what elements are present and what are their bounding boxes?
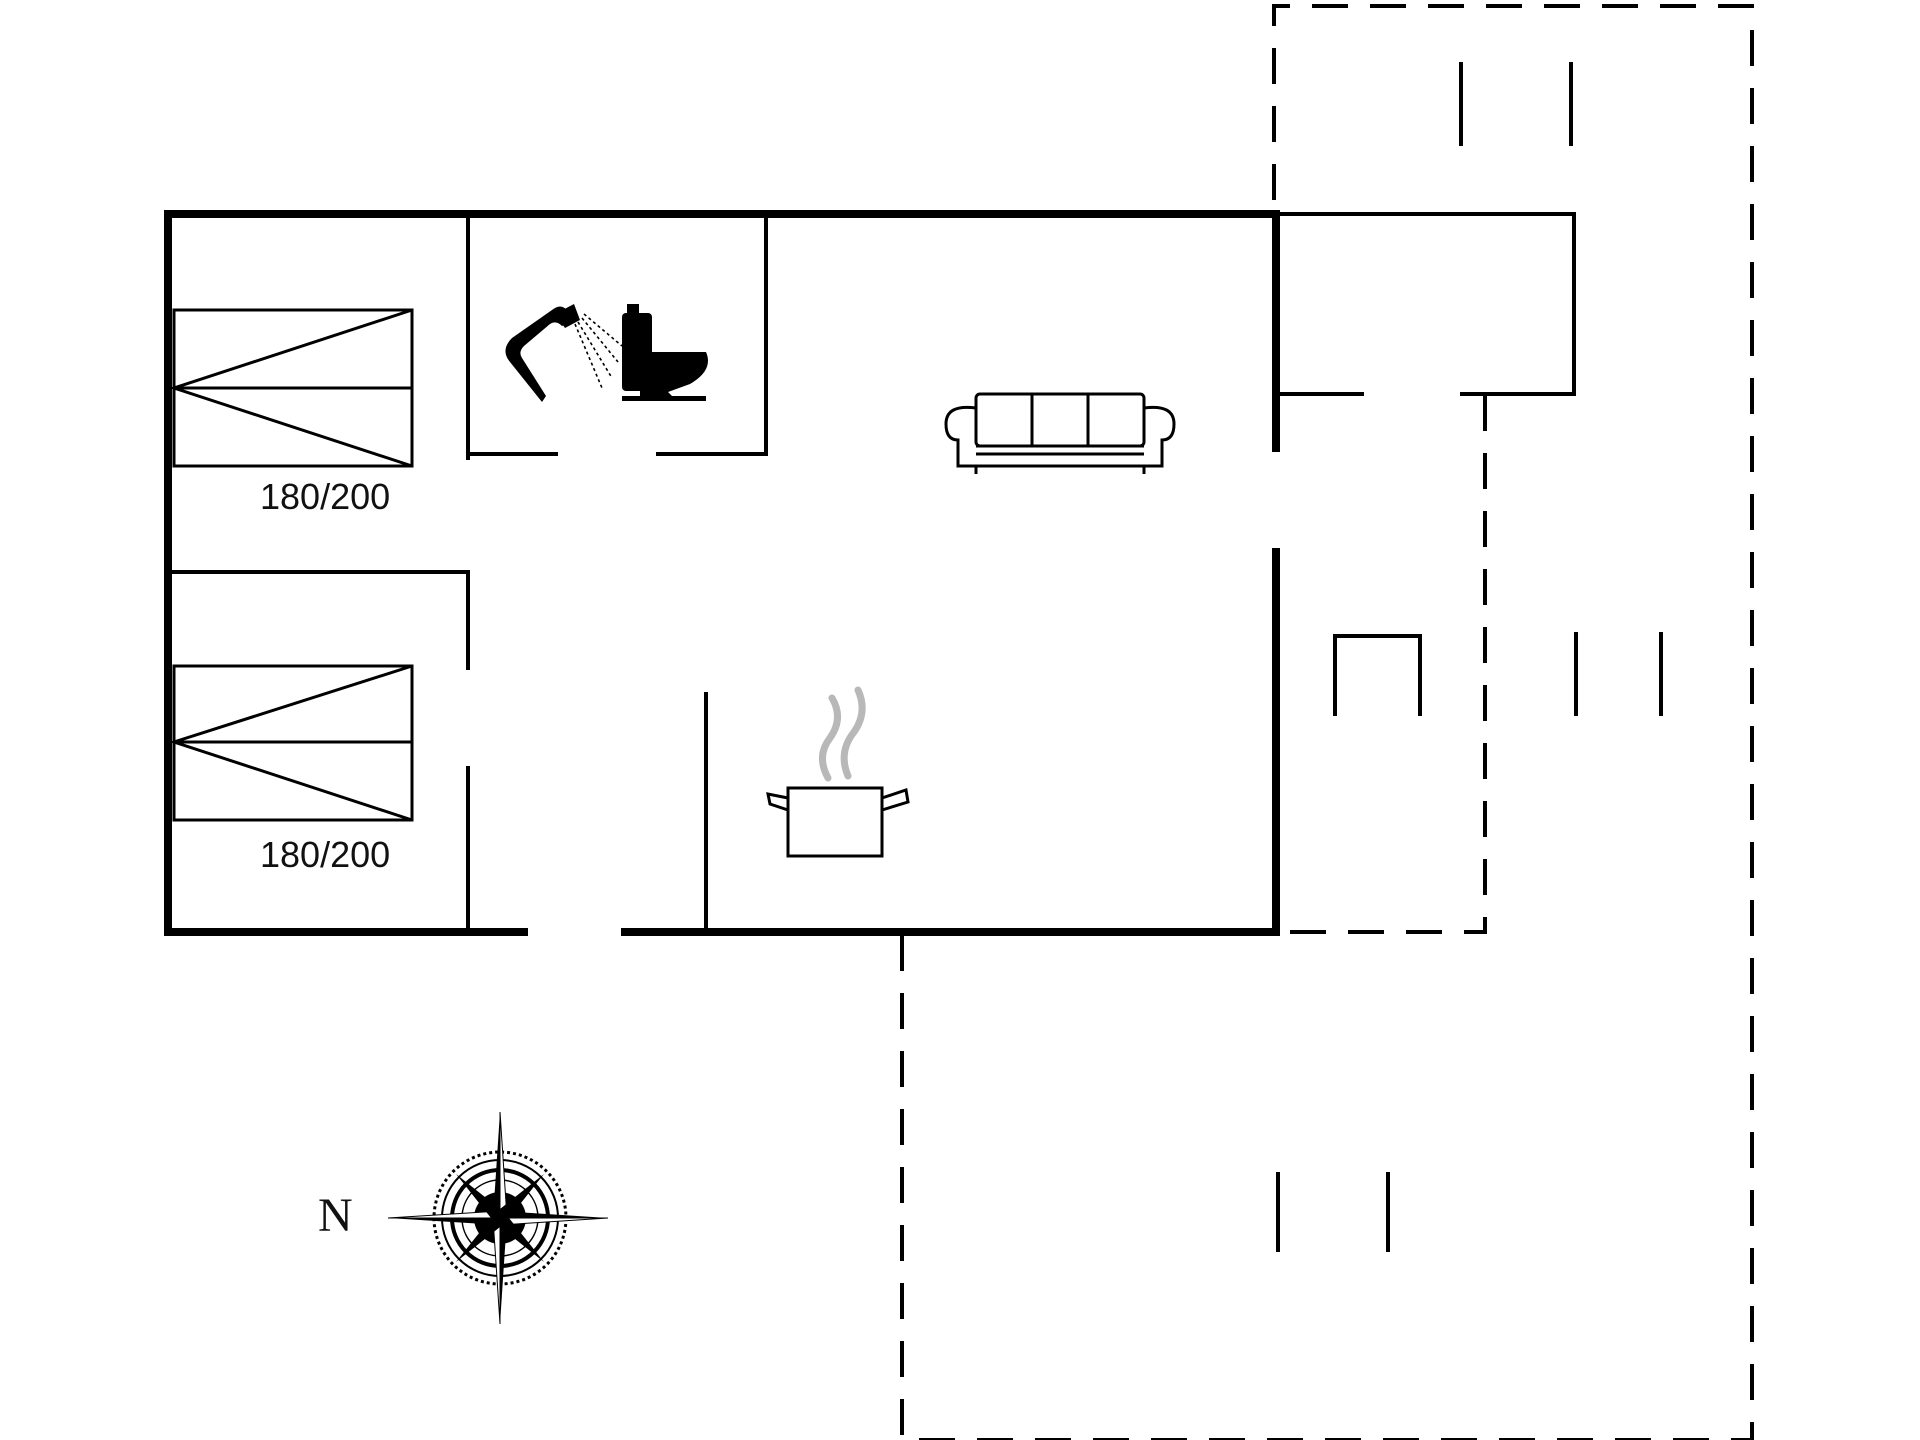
shower-icon (505, 304, 623, 402)
double-bed-icon (169, 664, 414, 822)
compass-rose-icon (387, 1111, 609, 1325)
interior-walls (168, 214, 768, 932)
terrace-outline (900, 4, 1754, 1440)
toilet-icon (622, 304, 708, 401)
sofa-icon (944, 392, 1176, 474)
deck-boards (1276, 62, 1663, 1252)
cooking-pot-icon (766, 686, 910, 858)
annex-walls (1276, 212, 1576, 716)
bed-size-label: 180/200 (260, 476, 391, 517)
double-bed-icon (169, 308, 414, 468)
exterior-walls (164, 210, 1280, 936)
bed-size-label: 180/200 (260, 834, 391, 875)
compass-north-label: N (318, 1189, 353, 1242)
